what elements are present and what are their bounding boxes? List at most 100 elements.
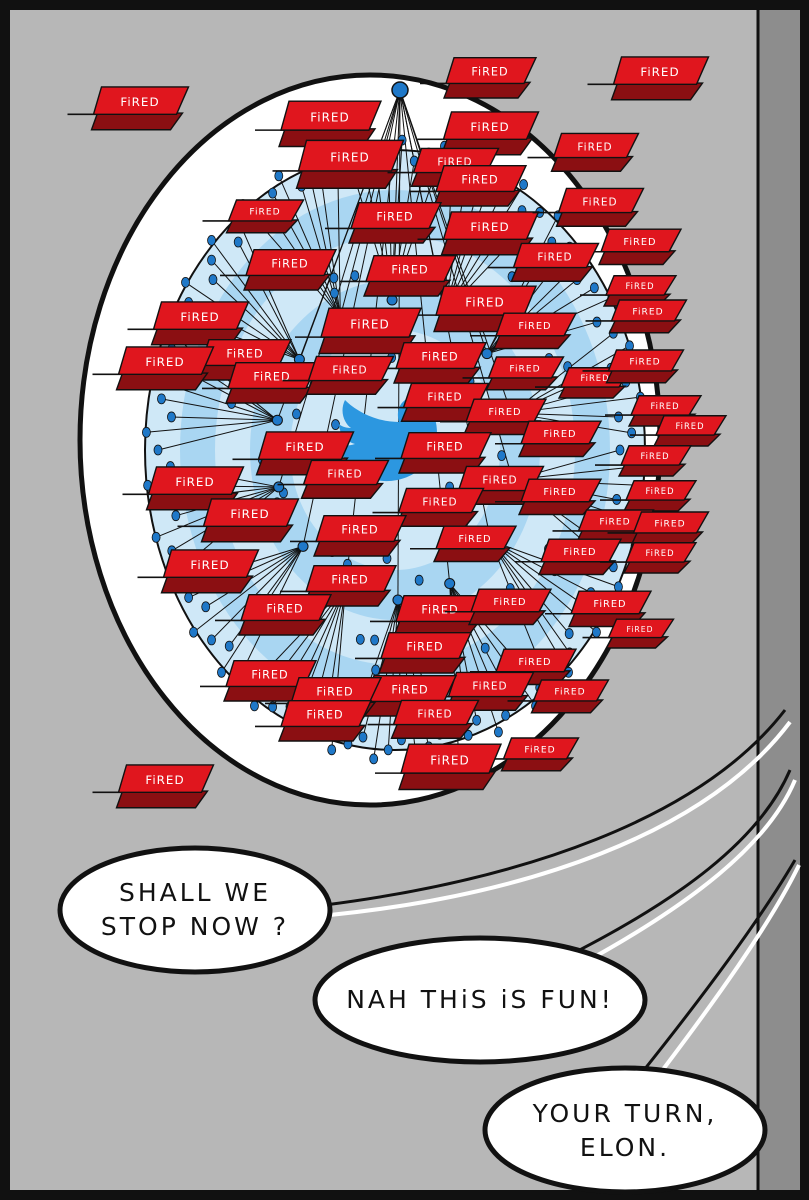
fired-dart: FiRED <box>527 132 640 172</box>
fired-dart: FiRED <box>372 487 485 527</box>
dart-label: FiRED <box>310 110 350 124</box>
dart-label: FiRED <box>271 258 308 271</box>
fired-dart: FiRED <box>177 498 300 543</box>
fired-dart: FiRED <box>582 349 685 384</box>
dart-label: FiRED <box>625 281 654 291</box>
speech-bubble-1 <box>57 845 333 975</box>
dart-label: FiRED <box>640 451 669 461</box>
fired-dart: FiRED <box>277 459 390 499</box>
dart-label: FiRED <box>426 441 463 454</box>
fired-dart: FiRED <box>282 355 395 395</box>
fired-dart: FiRED <box>410 164 528 207</box>
dart-label: FiRED <box>645 486 674 496</box>
dart-label: FiRED <box>330 151 370 165</box>
dart-label: FiRED <box>465 295 505 309</box>
dart-label: FiRED <box>524 746 555 756</box>
dart-label: FiRED <box>554 688 585 698</box>
dart-label: FiRED <box>580 373 609 383</box>
fired-dart: FiRED <box>202 199 305 234</box>
dart-label: FiRED <box>488 407 521 418</box>
fired-dart: FiRED <box>200 659 318 702</box>
dart-label: FiRED <box>391 684 428 697</box>
dart-label: FiRED <box>251 669 288 682</box>
dart-label: FiRED <box>461 174 498 187</box>
fired-dart: FiRED <box>377 382 490 422</box>
fired-dart: FiRED <box>630 415 728 447</box>
dart-label: FiRED <box>422 496 457 508</box>
dart-label: FiRED <box>430 753 470 767</box>
dart-label: FiRED <box>145 355 184 369</box>
dart-label: FiRED <box>563 547 596 558</box>
fired-dart: FiRED <box>92 346 215 391</box>
fired-dart: FiRED <box>370 341 488 384</box>
fired-dart: FiRED <box>255 699 373 742</box>
dart-label: FiRED <box>175 475 214 489</box>
fired-dart: FiRED <box>367 699 480 739</box>
dart-label: FiRED <box>650 401 679 411</box>
dart-label: FiRED <box>406 641 443 654</box>
dart-label: FiRED <box>577 141 612 153</box>
fired-dart: FiRED <box>290 514 408 557</box>
dart-label: FiRED <box>266 603 303 616</box>
dart-label: FiRED <box>543 429 576 440</box>
dart-label: FiRED <box>645 548 674 558</box>
fired-dart: FiRED <box>600 542 698 574</box>
fired-dart: FiRED <box>607 511 710 546</box>
fired-dart: FiRED <box>477 737 580 772</box>
dart-label: FiRED <box>626 625 653 634</box>
fired-dart: FiRED <box>587 56 710 101</box>
dart-label: FiRED <box>285 440 324 454</box>
dart-label: FiRED <box>472 680 507 692</box>
fired-dart: FiRED <box>272 139 405 189</box>
dart-label: FiRED <box>417 708 452 720</box>
dart-label: FiRED <box>306 709 343 722</box>
fired-dart: FiRED <box>280 564 398 607</box>
dart-label: FiRED <box>180 310 219 324</box>
fired-dart: FiRED <box>585 299 688 334</box>
dart-label: FiRED <box>327 468 362 480</box>
dart-label: FiRED <box>331 574 368 587</box>
fired-dart: FiRED <box>137 549 260 594</box>
dart-label: FiRED <box>376 211 413 224</box>
fired-dart: FiRED <box>215 593 333 636</box>
dart-label: FiRED <box>593 599 626 610</box>
dart-label: FiRED <box>316 686 353 699</box>
dart-label: FiRED <box>253 371 290 384</box>
speech-bubble-3 <box>482 1065 768 1195</box>
fired-dart: FiRED <box>595 445 693 477</box>
dart-label: FiRED <box>654 520 685 530</box>
fired-dart: FiRED <box>600 480 698 512</box>
dart-label: FiRED <box>190 558 229 572</box>
fired-dart: FiRED <box>532 187 645 227</box>
speech-text-2: NAH THiS iS FUN! <box>346 985 614 1014</box>
dart-label: FiRED <box>458 534 491 545</box>
dart-label: FiRED <box>350 317 390 331</box>
fired-dart: FiRED <box>495 478 603 516</box>
fired-dart: FiRED <box>92 764 215 809</box>
dart-label: FiRED <box>249 208 280 218</box>
dart-label: FiRED <box>226 348 263 361</box>
fired-dart: FiRED <box>515 538 623 576</box>
fired-dart: FiRED <box>410 525 518 563</box>
speech-tails <box>324 709 801 1082</box>
dart-label: FiRED <box>421 351 458 364</box>
dart-label: FiRED <box>629 358 660 368</box>
fired-dart: FiRED <box>420 56 538 99</box>
fired-dart: FiRED <box>355 631 473 674</box>
dart-label: FiRED <box>471 66 508 79</box>
dart-label: FiRED <box>543 487 576 498</box>
dart-label: FiRED <box>632 308 663 318</box>
dart-label: FiRED <box>230 507 269 521</box>
dart-label: FiRED <box>470 220 509 234</box>
dart-label: FiRED <box>582 196 617 208</box>
fired-dart: FiRED <box>507 679 610 714</box>
dart-label: FiRED <box>421 604 458 617</box>
dart-label: FiRED <box>518 321 551 332</box>
dart-label: FiRED <box>623 237 656 248</box>
dart-label: FiRED <box>341 524 378 537</box>
dart-label: FiRED <box>518 657 551 668</box>
fired-dart: FiRED <box>582 618 675 649</box>
dart-label: FiRED <box>509 365 540 375</box>
